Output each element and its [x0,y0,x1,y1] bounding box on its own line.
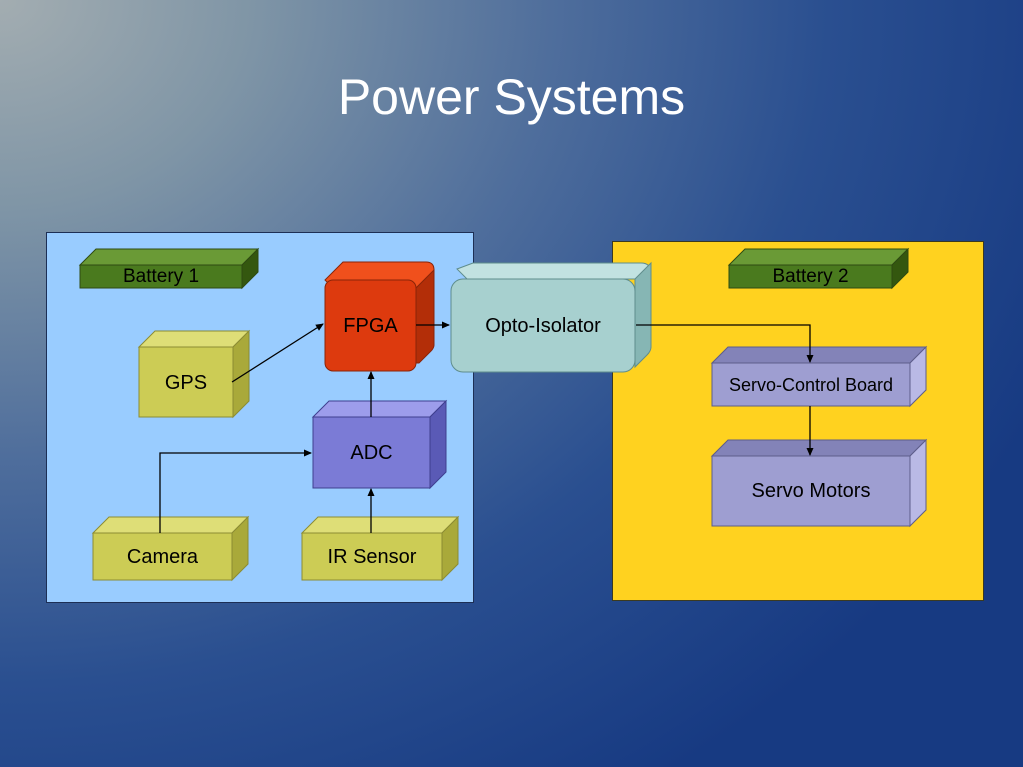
servo-control-board-label: Servo-Control Board [728,375,894,395]
ir-sensor-label: IR Sensor [327,546,417,568]
arrow-camera-to-adc [159,449,312,533]
camera-block: Camera [91,515,250,582]
fpga-block: FPGA [324,261,435,372]
battery-1-label: Battery 1 [122,266,200,287]
ir-sensor-block: IR Sensor [300,515,460,582]
fpga-label: FPGA [343,315,398,337]
servo-motors-block: Servo Motors [710,438,928,528]
servo-motors-label: Servo Motors [751,480,871,502]
opto-isolator-block: Opto-Isolator [450,261,652,373]
camera-label: Camera [126,546,199,568]
adc-label: ADC [350,442,393,464]
slide-title: Power Systems [337,69,686,125]
adc-block: ADC [311,399,448,490]
gps-block: GPS [137,329,251,419]
battery-1-block: Battery 1 [78,247,260,290]
right-power-domain-panel [612,241,984,601]
battery-2-block: Battery 2 [727,247,910,290]
arrow-opto-isolator-to-servo-control-board [636,324,814,363]
opto-isolator-label: Opto-Isolator [485,315,601,337]
gps-label: GPS [164,372,208,394]
arrow-gps-to-fpga [231,323,324,383]
battery-2-label: Battery 2 [772,266,849,287]
servo-control-board-block: Servo-Control Board [710,345,928,408]
